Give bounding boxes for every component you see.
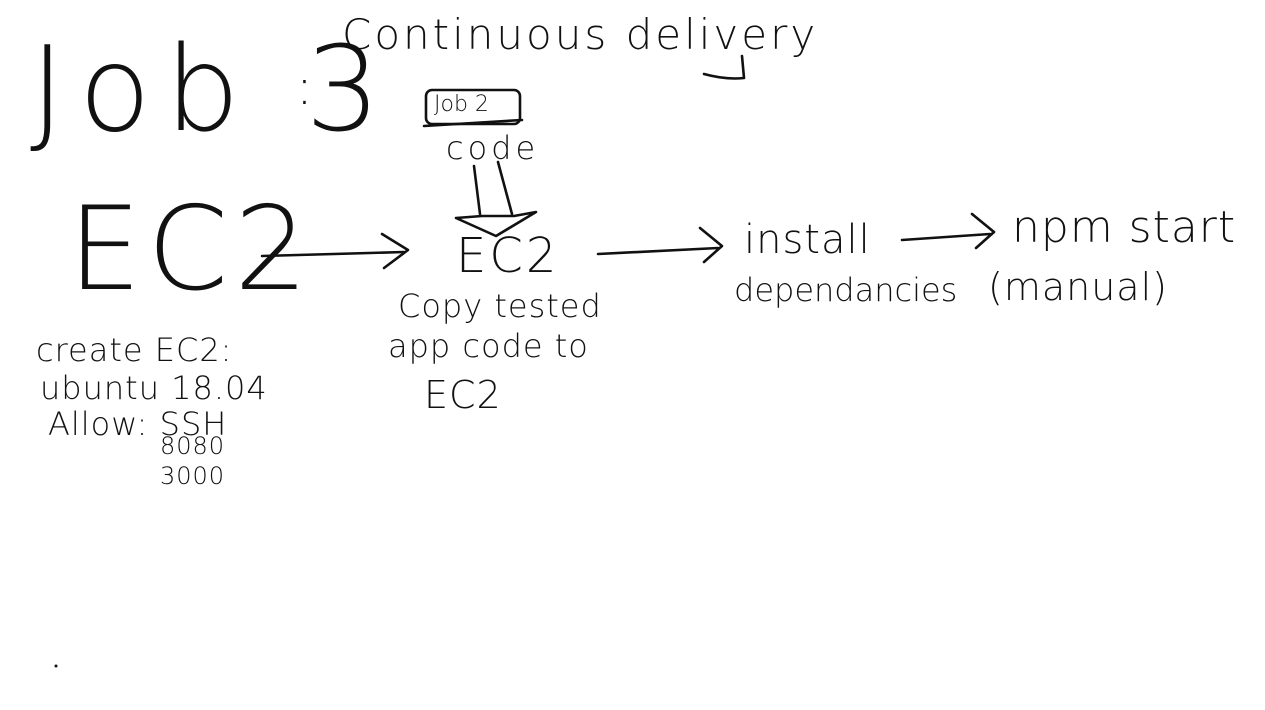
arrow-target-to-install-head: [698, 226, 724, 264]
job2-box-underline: [422, 118, 524, 128]
target-ec2-caption-2: app code to: [388, 327, 589, 365]
arrow-install-to-npm-shaft: [900, 232, 992, 242]
stray-dot: [54, 664, 58, 668]
target-ec2-label: EC2: [456, 228, 560, 284]
source-ec2-label: EC2: [68, 182, 315, 317]
arrow-install-to-npm-head: [970, 212, 996, 250]
source-ec2-port-8080: 8080: [160, 432, 226, 460]
job2-box: [424, 88, 522, 126]
diagram-subtitle: Continuous delivery: [342, 10, 819, 59]
arrow-source-to-target-head: [380, 232, 410, 270]
subtitle-flourish: [702, 54, 746, 80]
source-ec2-note-2: ubuntu 18.04: [40, 369, 268, 407]
source-ec2-port-3000: 3000: [160, 462, 226, 490]
install-step-line-1: install: [744, 217, 871, 263]
code-to-ec2-arrow-head: [454, 210, 538, 238]
npm-start-line-2: (manual): [988, 265, 1168, 309]
arrow-source-to-target-shaft: [260, 250, 406, 258]
arrow-target-to-install-shaft: [596, 246, 720, 256]
title-colon: :: [296, 58, 316, 116]
source-ec2-note-1: create EC2:: [36, 331, 233, 369]
source-ec2-note-3: Allow: SSH: [48, 405, 228, 443]
code-to-ec2-arrow-shaft-left: [472, 164, 482, 216]
job2-caption: code: [446, 129, 540, 167]
install-step-line-2: dependancies: [734, 271, 958, 309]
code-to-ec2-arrow-shaft-right: [496, 160, 514, 216]
diagram-title: Job 3: [30, 20, 395, 158]
target-ec2-caption-3: EC2: [424, 373, 502, 417]
target-ec2-caption-1: Copy tested: [398, 287, 602, 325]
npm-start-line-1: npm start: [1012, 202, 1237, 253]
job2-label: Job 2: [434, 92, 489, 117]
